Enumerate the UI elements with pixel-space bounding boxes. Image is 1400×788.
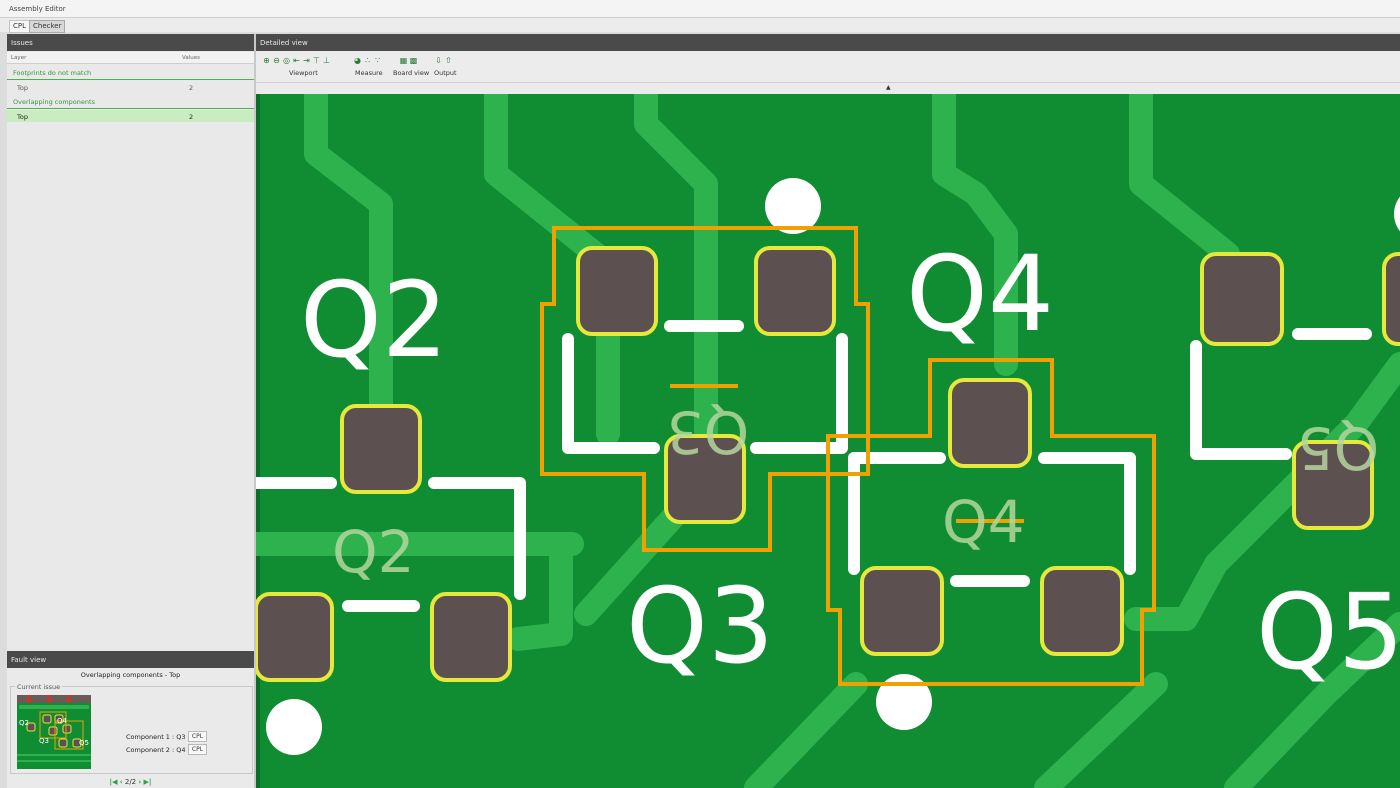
thumb-label: Q3	[39, 737, 49, 745]
last-page-icon[interactable]: ▶|	[143, 778, 152, 786]
mounting-holes	[266, 178, 1400, 755]
measure-options-icon[interactable]: ∵	[374, 56, 381, 65]
issue-row-value: 2	[189, 84, 194, 92]
output-label: Output	[434, 69, 457, 77]
pager-text: 2/2	[124, 778, 137, 786]
zoom-out-icon[interactable]: ⊖	[273, 56, 280, 65]
fault-view-panel: Fault view Overlapping components - Top …	[7, 651, 254, 788]
measure-group: ◕∴∵ Measure	[353, 56, 388, 80]
fault-pager: |◀ ‹ 2/2 › ▶|	[7, 778, 254, 786]
issue-row-value: 2	[189, 113, 194, 121]
component-2-label: Component 2 : Q4	[126, 746, 186, 754]
thumb-label: Q4	[57, 717, 68, 725]
detailed-view-panel: Detailed view ⊕⊖◎⇤⇥⊤⊥ Viewport ◕∴∵ Measu…	[256, 34, 1400, 788]
component-pads	[256, 246, 1400, 682]
export-alt-icon[interactable]: ⇧	[445, 56, 452, 65]
export-icon[interactable]: ⇩	[435, 56, 442, 65]
current-issue-box	[10, 686, 253, 774]
panel-splitter[interactable]	[254, 34, 256, 788]
fault-thumbnail-image: Q2 Q3 Q4 Q5	[17, 695, 91, 769]
fault-view-subtitle: Overlapping components - Top	[80, 671, 181, 679]
silkscreen-label: Q4	[906, 233, 1054, 355]
component-label: Q2	[332, 518, 415, 586]
component-2-cpl-button[interactable]: CPL	[188, 744, 207, 755]
align-right-icon[interactable]: ⇥	[303, 56, 310, 65]
collapse-toolbar-icon[interactable]: ▲	[886, 84, 891, 91]
issue-group-overlapping[interactable]: Overlapping components	[7, 96, 254, 109]
issue-group-label: Overlapping components	[13, 98, 95, 106]
detailed-view-title: Detailed view	[260, 39, 308, 47]
overlap-outlines	[540, 226, 1156, 686]
zoom-in-icon[interactable]: ⊕	[263, 56, 270, 65]
silkscreen-outlines	[256, 320, 1372, 612]
issue-row-layer: Top	[17, 113, 28, 121]
output-group: ⇩⇧ Output	[434, 56, 462, 80]
viewport-label: Viewport	[289, 69, 318, 77]
issues-header: Issues	[7, 34, 254, 51]
top-tabs: CPL Checker	[0, 18, 1400, 33]
measure-label: Measure	[355, 69, 383, 77]
issue-row-layer: Top	[17, 84, 28, 92]
component-labels: Q2 Q3 Q4 Q5	[332, 398, 1379, 586]
first-page-icon[interactable]: |◀	[109, 778, 118, 786]
current-issue-label: Current issue	[15, 683, 63, 691]
detailed-view-header: Detailed view	[256, 34, 1400, 51]
board-view-label: Board view	[393, 69, 430, 77]
component-1-label: Component 1 : Q3	[126, 733, 186, 741]
fault-view-header: Fault view	[7, 651, 254, 668]
silkscreen-labels: Q2 Q3 Q4 Q5	[300, 233, 1400, 693]
column-layer[interactable]: Layer	[11, 55, 27, 61]
issue-row[interactable]: Top 2	[7, 81, 254, 93]
detailed-view-toolbar: ⊕⊖◎⇤⇥⊤⊥ Viewport ◕∴∵ Measure ▦▩ Board vi…	[256, 51, 1400, 83]
tab-cpl[interactable]: CPL	[9, 20, 31, 33]
component-label: Q3	[667, 398, 750, 466]
pcb-canvas[interactable]: Q2 Q3 Q4 Q5 Q2 Q3 Q4 Q5	[256, 94, 1400, 788]
fault-thumbnail[interactable]: Q2 Q3 Q4 Q5	[17, 695, 91, 769]
issues-title: Issues	[11, 39, 33, 47]
align-top-icon[interactable]: ⊤	[313, 56, 320, 65]
pcb-board[interactable]: Q2 Q3 Q4 Q5 Q2 Q3 Q4 Q5	[256, 94, 1400, 788]
column-values[interactable]: Values	[182, 55, 200, 61]
copper-traces	[256, 94, 1400, 788]
measure-icon[interactable]: ◕	[354, 56, 361, 65]
board-view-group: ▦▩ Board view	[393, 56, 429, 80]
issue-group-footprints[interactable]: Footprints do not match	[7, 67, 254, 80]
align-left-icon[interactable]: ⇤	[293, 56, 300, 65]
tab-checker[interactable]: Checker	[29, 20, 66, 33]
prev-page-icon[interactable]: ‹	[119, 778, 123, 786]
board-bottom-icon[interactable]: ▩	[409, 56, 418, 65]
align-bottom-icon[interactable]: ⊥	[323, 56, 330, 65]
component-label: Q4	[942, 488, 1025, 556]
component-label: Q5	[1297, 414, 1380, 482]
window-title: Assembly Editor	[9, 5, 66, 13]
fault-view-title: Fault view	[11, 656, 47, 664]
component-1-cpl-button[interactable]: CPL	[188, 731, 207, 742]
thumb-label: Q5	[79, 739, 89, 747]
window-title-bar: Assembly Editor	[0, 0, 1400, 18]
board-top-icon[interactable]: ▦	[399, 56, 408, 65]
ruler	[256, 94, 260, 788]
next-page-icon[interactable]: ›	[138, 778, 142, 786]
issues-panel: Issues Layer Values Footprints do not ma…	[7, 34, 254, 788]
silkscreen-label: Q3	[626, 565, 774, 687]
issue-row-selected[interactable]: Top 2	[7, 110, 254, 122]
silkscreen-label: Q5	[1256, 571, 1400, 693]
viewport-group: ⊕⊖◎⇤⇥⊤⊥ Viewport	[262, 56, 347, 80]
silkscreen-label: Q2	[300, 259, 448, 381]
zoom-fit-icon[interactable]: ◎	[283, 56, 290, 65]
issues-column-header: Layer Values	[7, 52, 254, 64]
thumb-label: Q2	[19, 719, 29, 727]
measure-grid-icon[interactable]: ∴	[364, 56, 371, 65]
issue-group-label: Footprints do not match	[13, 69, 92, 77]
